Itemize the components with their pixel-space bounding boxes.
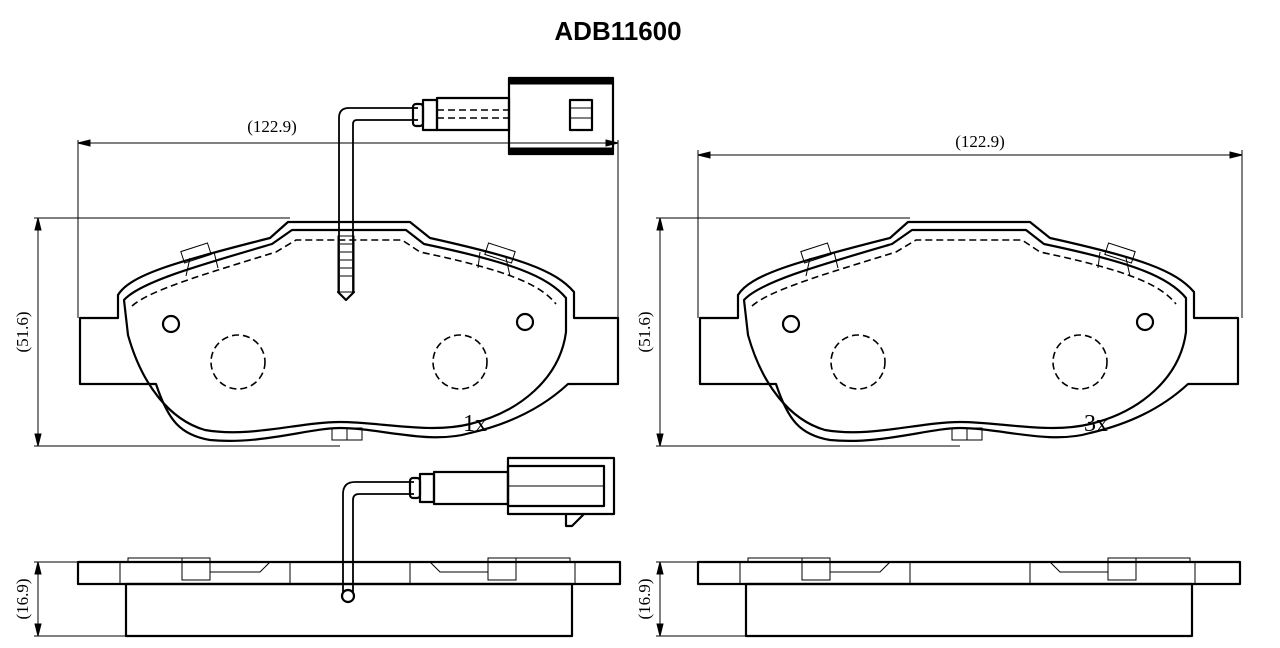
drawing-title: ADB11600 bbox=[554, 16, 681, 46]
left-pad-side-view: (16.9) bbox=[13, 456, 622, 638]
left-pad-width-label: (122.9) bbox=[247, 117, 297, 136]
left-pad-height-label: (51.6) bbox=[13, 311, 32, 352]
right-pad-side-view: (16.9) bbox=[635, 556, 1242, 638]
left-pad-thickness-label: (16.9) bbox=[13, 578, 32, 619]
right-pad-height-label: (51.6) bbox=[635, 311, 654, 352]
left-pad-front-view: (122.9) (51.6) 1x bbox=[13, 76, 620, 447]
left-pad-quantity-label: 1x bbox=[463, 411, 487, 437]
right-pad-quantity-label: 3x bbox=[1084, 411, 1108, 437]
right-pad-front-view: (122.9) (51.6) 3x bbox=[635, 132, 1243, 447]
right-pad-thickness-label: (16.9) bbox=[635, 578, 654, 619]
right-pad-width-label: (122.9) bbox=[955, 132, 1005, 151]
